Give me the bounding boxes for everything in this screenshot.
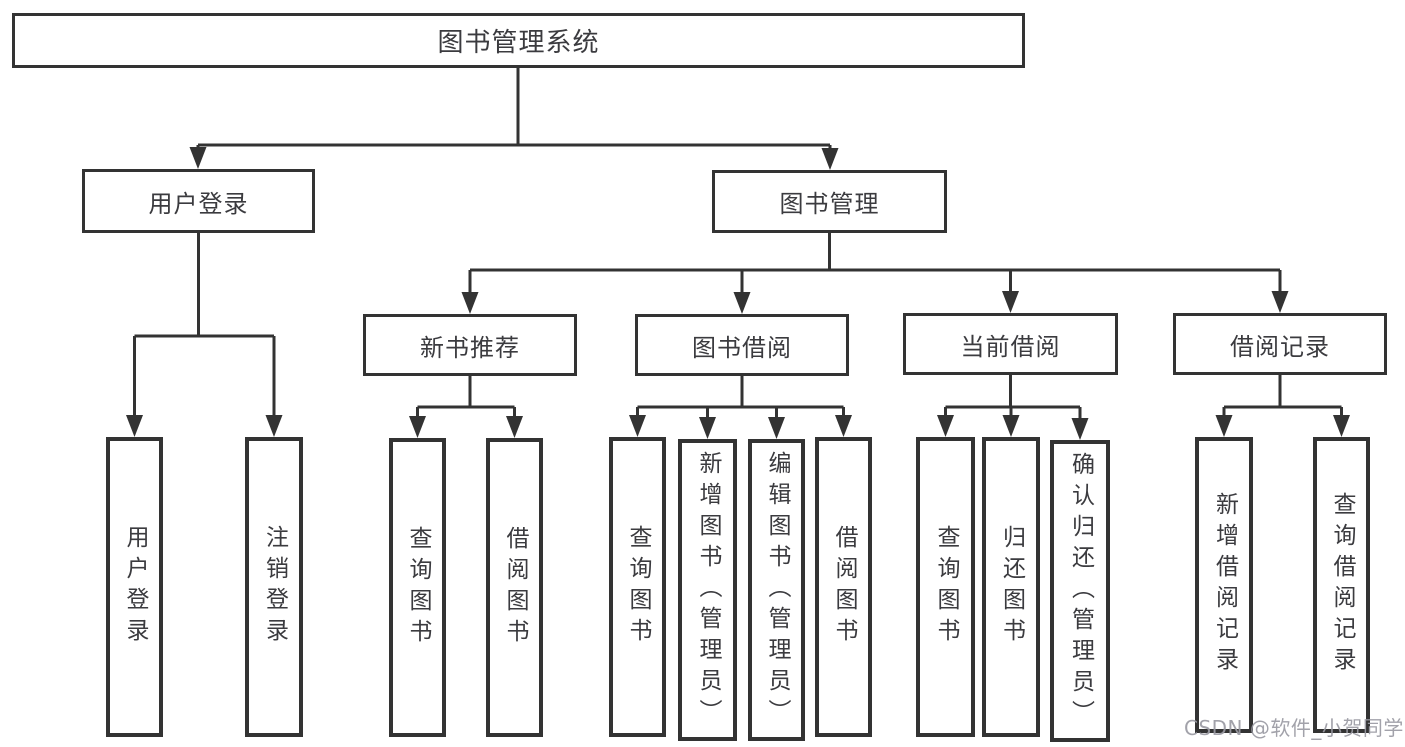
leaf-label: 查询图书 — [405, 525, 431, 650]
leaf-query-books: 查询图书 — [609, 437, 666, 737]
csdn-watermark: CSDN @软件_小贺同学 — [1184, 716, 1404, 740]
leaf-label: 借阅图书 — [831, 525, 857, 649]
leaf-query-books: 查询图书 — [389, 438, 446, 737]
leaf-label: 用户登录 — [122, 525, 148, 649]
leaf-query-borrow-record: 查询借阅记录 — [1313, 437, 1370, 733]
leaf-logout: 注销登录 — [245, 437, 303, 737]
leaf-label: 确认归还（管理员） — [1067, 451, 1094, 731]
leaf-label: 查询图书 — [625, 525, 651, 649]
node-book-management: 图书管理 — [712, 170, 947, 233]
node-current-borrowing: 当前借阅 — [903, 313, 1118, 375]
leaf-borrow-books: 借阅图书 — [486, 438, 543, 737]
leaf-borrow-books: 借阅图书 — [815, 437, 872, 737]
node-library-management-system: 图书管理系统 — [12, 13, 1025, 68]
leaf-label: 注销登录 — [261, 525, 288, 649]
leaf-label: 借阅图书 — [502, 525, 528, 650]
leaf-query-books: 查询图书 — [916, 437, 975, 737]
leaf-return-books: 归还图书 — [982, 437, 1040, 737]
node-new-book-recommend: 新书推荐 — [363, 314, 577, 376]
leaf-add-books-admin: 新增图书（管理员） — [678, 439, 737, 741]
leaf-label: 归还图书 — [998, 525, 1025, 649]
node-borrowing-records: 借阅记录 — [1173, 313, 1387, 375]
arrow-down-icons — [126, 147, 1350, 440]
leaf-label: 查询借阅记录 — [1329, 492, 1355, 678]
leaf-add-borrow-record: 新增借阅记录 — [1195, 437, 1253, 733]
leaf-label: 编辑图书（管理员） — [764, 450, 790, 730]
leaf-label: 新增借阅记录 — [1211, 492, 1238, 678]
node-book-borrowing: 图书借阅 — [635, 314, 849, 376]
leaf-label: 查询图书 — [933, 525, 959, 649]
leaf-label: 新增图书（管理员） — [695, 450, 721, 730]
leaf-confirm-return-admin: 确认归还（管理员） — [1050, 440, 1110, 742]
node-user-login: 用户登录 — [82, 169, 315, 233]
leaf-edit-books-admin: 编辑图书（管理员） — [748, 439, 805, 741]
leaf-user-login: 用户登录 — [106, 437, 163, 737]
